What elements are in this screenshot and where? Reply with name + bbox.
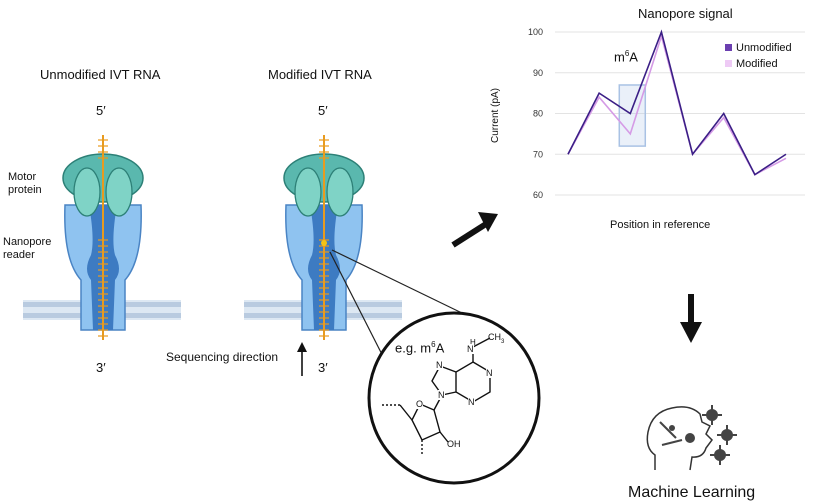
ytick-label: 70 bbox=[533, 149, 543, 159]
ytick-label: 90 bbox=[533, 68, 543, 78]
series-line-unmodified bbox=[567, 29, 787, 176]
legend-unmodified-swatch bbox=[725, 44, 732, 51]
brain-gears-icon bbox=[646, 405, 737, 471]
unmodified-nanopore bbox=[22, 134, 182, 341]
middle-five-prime: 5′ bbox=[318, 103, 328, 118]
chart-title: Nanopore signal bbox=[638, 6, 733, 21]
atom-h: H bbox=[470, 338, 476, 347]
to-signal-arrow bbox=[451, 212, 498, 248]
modified-nanopore bbox=[243, 134, 403, 341]
legend-modified: Modified bbox=[725, 58, 778, 70]
zoom-circle bbox=[367, 311, 541, 485]
left-three-prime: 3′ bbox=[96, 360, 106, 375]
modification-highlight-box bbox=[618, 84, 647, 147]
m6a-example-label: e.g. m6A bbox=[395, 340, 445, 356]
ytick-label: 60 bbox=[533, 190, 543, 200]
atom-oh: OH bbox=[447, 439, 461, 449]
atom-n3: N bbox=[468, 397, 475, 407]
ytick-label: 80 bbox=[533, 109, 543, 119]
modification-dot bbox=[321, 240, 327, 246]
atom-n9: N bbox=[438, 390, 445, 400]
atom-n-methyl: N bbox=[467, 344, 474, 354]
modified-title: Modified IVT RNA bbox=[268, 67, 372, 82]
unmodified-title: Unmodified IVT RNA bbox=[40, 67, 161, 82]
left-five-prime: 5′ bbox=[96, 103, 106, 118]
machine-learning-label: Machine Learning bbox=[628, 484, 756, 501]
sequencing-direction-label: Sequencing direction bbox=[166, 350, 279, 364]
legend-modified-swatch bbox=[725, 60, 732, 67]
ytick-label: 100 bbox=[528, 27, 543, 37]
atom-n1: N bbox=[486, 368, 493, 378]
motor-protein-label: Motor protein bbox=[8, 171, 42, 196]
legend-unmodified: Unmodified bbox=[725, 42, 792, 54]
middle-three-prime: 3′ bbox=[318, 360, 328, 375]
to-ml-arrow bbox=[680, 294, 702, 343]
atom-o-ring: O bbox=[416, 399, 424, 409]
sequencing-direction-arrow bbox=[297, 342, 307, 376]
atom-ch3: CH3 bbox=[488, 332, 505, 345]
chart-annotation: m6A bbox=[614, 49, 638, 65]
nanopore-reader-label: Nanopore reader bbox=[3, 236, 52, 261]
chart-xlabel: Position in reference bbox=[610, 219, 711, 231]
atom-n7: N bbox=[436, 360, 443, 370]
